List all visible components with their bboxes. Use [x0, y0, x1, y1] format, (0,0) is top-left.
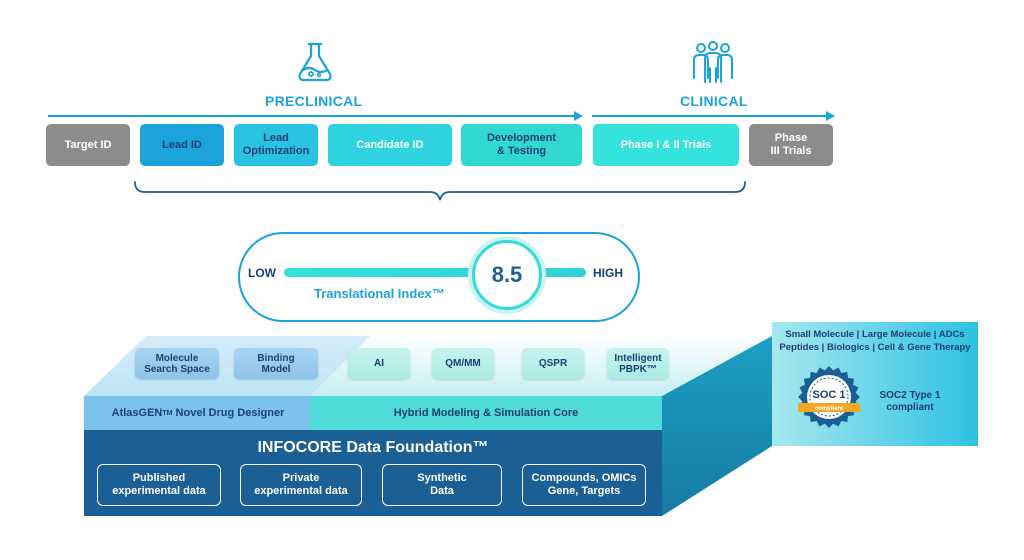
atlasgen-name: AtlasGEN	[111, 407, 163, 419]
stage-range-brace	[134, 181, 746, 201]
data-private-experimental: Private experimental data	[240, 464, 362, 506]
stage-target-id: Target ID	[46, 124, 130, 166]
translational-index-panel	[238, 232, 640, 322]
stage-lead-id: Lead ID	[140, 124, 224, 166]
translational-index-caption: Translational Index™	[314, 286, 445, 301]
modality-line-2: Peptides | Biologics | Cell & Gene Thera…	[779, 342, 971, 353]
chip-molecule-search-space: Molecule Search Space	[135, 348, 219, 379]
preclinical-arrow	[48, 111, 583, 121]
index-score: 8.5	[491, 262, 523, 287]
index-track	[284, 268, 586, 277]
data-synthetic: Synthetic Data	[382, 464, 502, 506]
chip-qm-mm: QM/MM	[432, 348, 494, 379]
stage-development-testing: Development & Testing	[461, 124, 582, 166]
low-label: LOW	[248, 266, 276, 280]
flask-icon	[298, 42, 332, 82]
stage-phase-1-2-trials: Phase I & II Trials	[593, 124, 739, 166]
index-score-circle: 8.5	[472, 240, 542, 310]
foundation-title: INFOCORE Data Foundation™	[257, 439, 489, 456]
people-group-icon	[693, 41, 733, 83]
soc1-title: SOC 1	[812, 389, 845, 401]
chip-qspr: QSPR	[522, 348, 584, 379]
clinical-arrow	[592, 111, 835, 121]
soc1-ribbon-text: compliant	[815, 406, 843, 412]
high-label: HIGH	[593, 266, 623, 280]
stage-lead-optimization: Lead Optimization	[234, 124, 318, 166]
chip-intelligent-pbpk: Intelligent PBPK™	[607, 348, 669, 379]
hybrid-core-label: Hybrid Modeling & Simulation Core	[393, 407, 579, 419]
soc1-badge: SOC 1 compliant	[798, 366, 860, 428]
stage-phase-3-trials: Phase III Trials	[749, 124, 833, 166]
chip-binding-model: Binding Model	[234, 348, 318, 379]
chip-ai: AI	[348, 348, 410, 379]
data-compounds-omics: Compounds, OMICs Gene, Targets	[522, 464, 646, 506]
soc2-text: SOC2 Type 1 compliant	[879, 390, 941, 413]
modality-line-1: Small Molecule | Large Molecule | ADCs	[785, 329, 965, 340]
clinical-label: CLINICAL	[680, 93, 748, 109]
modality-list: Small Molecule | Large Molecule | ADCs P…	[772, 328, 978, 354]
atlasgen-suffix: Novel Drug Designer	[172, 407, 285, 419]
atlasgen-tm: TM	[162, 409, 173, 417]
stage-candidate-id: Candidate ID	[328, 124, 452, 166]
preclinical-label: PRECLINICAL	[265, 93, 363, 109]
data-published-experimental: Published experimental data	[97, 464, 221, 506]
